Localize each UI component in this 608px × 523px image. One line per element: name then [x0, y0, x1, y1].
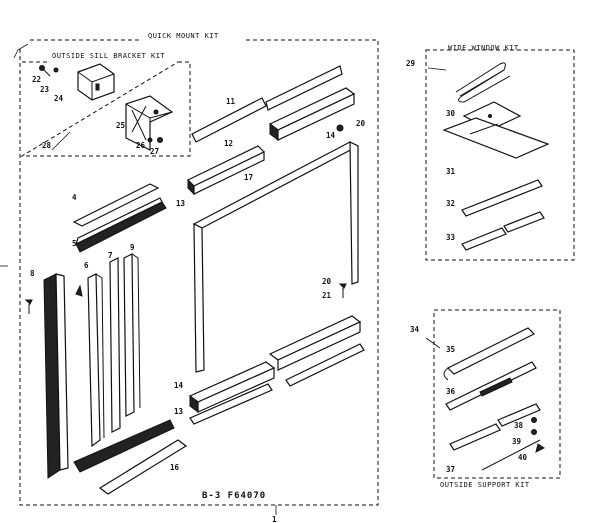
wide-kit-bars-33 [461, 211, 545, 251]
part-label-28: 28 [42, 141, 52, 150]
part-label-34: 34 [410, 325, 420, 334]
wide-kit-u-bracket-29 [455, 62, 511, 103]
part-label-38: 38 [514, 421, 524, 430]
outside-sill-kit-border [20, 61, 191, 157]
part-label-5: 5 [72, 239, 77, 248]
part-label-32: 32 [446, 199, 455, 208]
drawing-code: B-3 F64070 [202, 491, 266, 501]
sill-screws [39, 65, 59, 77]
part-label-13b: 13 [174, 407, 184, 416]
part-label-22: 22 [32, 75, 41, 84]
upper-bar-11 [191, 65, 343, 143]
part-label-20a: 20 [356, 119, 366, 128]
top-rail-5 [74, 197, 167, 253]
support-bar-35 [443, 327, 536, 381]
part-label-36: 36 [446, 387, 456, 396]
part-number-labels: 22 23 24 25 26 27 28 4 5 8 6 7 9 16 11 1… [30, 59, 528, 523]
screws-20-21 [338, 283, 347, 298]
part-label-8: 8 [30, 269, 35, 278]
wide-kit-panel-31 [442, 117, 550, 159]
part-label-35: 35 [446, 345, 455, 354]
support-screws-38-40 [531, 417, 545, 453]
part-label-33: 33 [446, 233, 456, 242]
outside-support-kit-label: OUTSIDE SUPPORT KIT [440, 481, 530, 489]
channel-12 [186, 145, 266, 196]
part-label-30: 30 [446, 109, 456, 118]
lower-bar-right [285, 343, 365, 387]
part-label-21: 21 [322, 291, 332, 300]
part-label-39: 39 [512, 437, 522, 446]
part-label-25: 25 [116, 121, 125, 130]
side-strip-8 [43, 273, 69, 479]
part-label-14b: 14 [174, 381, 184, 390]
side-screws [24, 284, 83, 314]
part-label-26: 26 [136, 141, 146, 150]
outside-sill-kit-label: OUTSIDE SILL BRACKET KIT [52, 52, 165, 60]
wide-window-kit-border [425, 49, 575, 261]
part-label-1: 1 [272, 515, 277, 523]
part-label-37: 37 [446, 465, 455, 474]
lower-channel-right [268, 315, 362, 371]
sill-bracket-clip [77, 63, 115, 101]
side-strip-6 [87, 273, 105, 448]
part-label-40: 40 [518, 453, 528, 462]
leader-lines [0, 43, 447, 515]
part-label-13a: 13 [176, 199, 186, 208]
screw-19-20-upper [336, 124, 344, 132]
part-label-4: 4 [72, 193, 77, 202]
lower-bar-13 [189, 383, 273, 425]
part-label-24: 24 [54, 94, 64, 103]
wide-kit-bar-32 [461, 179, 543, 217]
support-rod [481, 439, 541, 471]
lower-channel-14 [188, 361, 276, 413]
part-label-17: 17 [244, 173, 253, 182]
part-label-27: 27 [150, 147, 159, 156]
channel-14-upper [268, 87, 356, 141]
wide-window-kit-label: WIDE WINDOW KIT [448, 44, 519, 52]
part-label-7: 7 [108, 251, 113, 260]
bottom-rail-16 [98, 439, 188, 495]
outside-support-kit-border [433, 309, 561, 479]
support-bars-37 [449, 403, 541, 451]
window-frame-13 [192, 141, 360, 373]
part-label-12: 12 [224, 139, 233, 148]
side-strip-9 [123, 253, 141, 417]
part-label-23: 23 [40, 85, 50, 94]
part-label-9: 9 [130, 243, 135, 252]
part-label-20b: 20 [322, 277, 332, 286]
bottom-rail-dark [73, 419, 175, 473]
part-label-6: 6 [84, 261, 89, 270]
part-label-31: 31 [446, 167, 456, 176]
part-label-16: 16 [170, 463, 180, 472]
part-label-14a: 14 [326, 131, 336, 140]
support-brace-36 [445, 361, 537, 411]
side-strip-7 [109, 257, 121, 433]
quick-mount-kit-border [19, 39, 379, 506]
part-label-11: 11 [226, 97, 236, 106]
top-rail-4 [72, 183, 160, 227]
part-label-29: 29 [406, 59, 416, 68]
sill-l-bracket [125, 95, 174, 151]
quick-mount-kit-label: QUICK MOUNT KIT [148, 32, 219, 40]
